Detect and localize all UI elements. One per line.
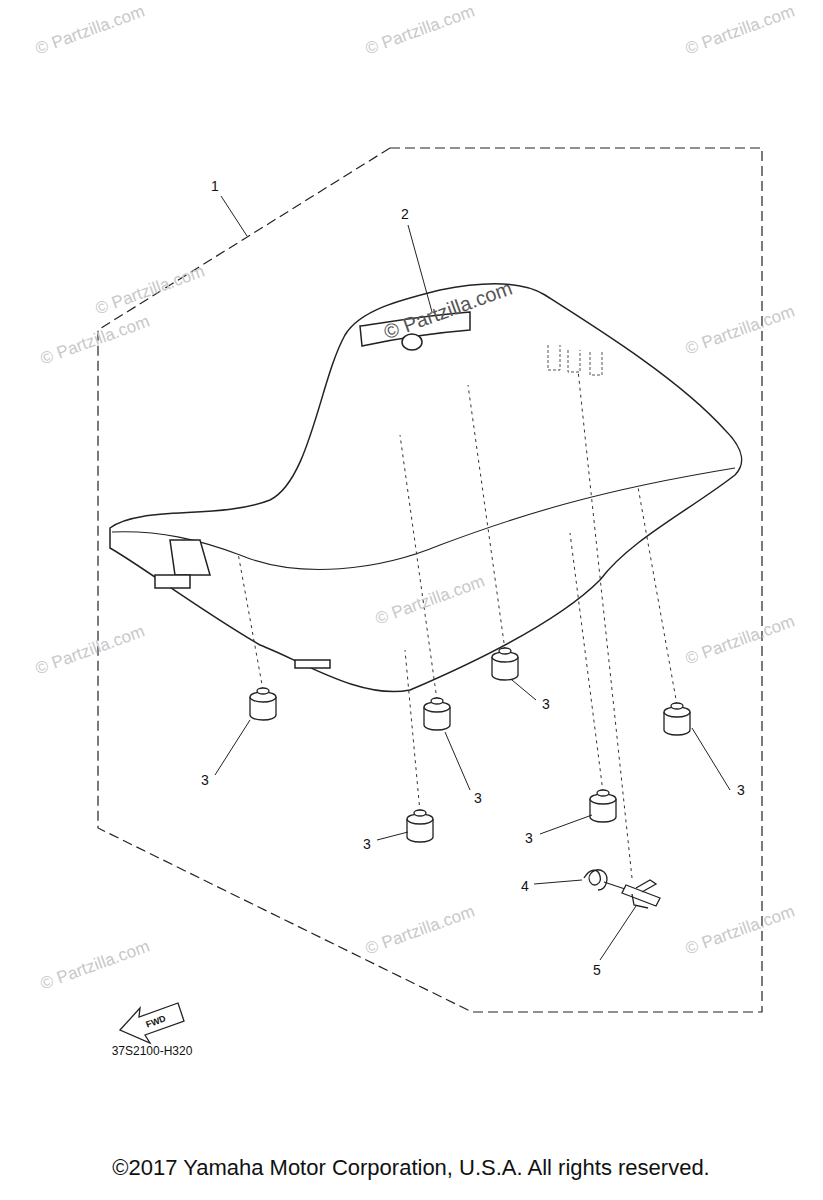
watermark: © Partzilla.com xyxy=(38,937,151,992)
diagram-code: 37S2100-H320 xyxy=(112,1045,193,1057)
watermark: © Partzilla.com xyxy=(363,902,476,957)
callout-number: 3 xyxy=(362,836,372,852)
watermark: © Partzilla.com xyxy=(33,622,146,677)
watermark: © Partzilla.com xyxy=(683,2,796,57)
watermark: © Partzilla.com xyxy=(33,2,146,57)
callout-number: 5 xyxy=(592,962,602,978)
callout-number: 3 xyxy=(524,830,534,846)
callout-number: 1 xyxy=(210,178,220,194)
callout-number: 2 xyxy=(400,206,410,222)
watermark: © Partzilla.com xyxy=(683,612,796,667)
callout-number: 3 xyxy=(736,782,746,798)
watermark: © Partzilla.com xyxy=(683,902,796,957)
callout-number: 3 xyxy=(473,790,483,806)
watermark: © Partzilla.com xyxy=(38,312,151,367)
callout-number: 3 xyxy=(200,772,210,788)
callout-number: 4 xyxy=(520,878,530,894)
callout-number: 3 xyxy=(541,696,551,712)
copyright-caption: ©2017 Yamaha Motor Corporation, U.S.A. A… xyxy=(112,1157,709,1179)
watermark: © Partzilla.com xyxy=(363,2,476,57)
watermark: © Partzilla.com xyxy=(683,302,796,357)
watermark: © Partzilla.com xyxy=(93,262,206,317)
